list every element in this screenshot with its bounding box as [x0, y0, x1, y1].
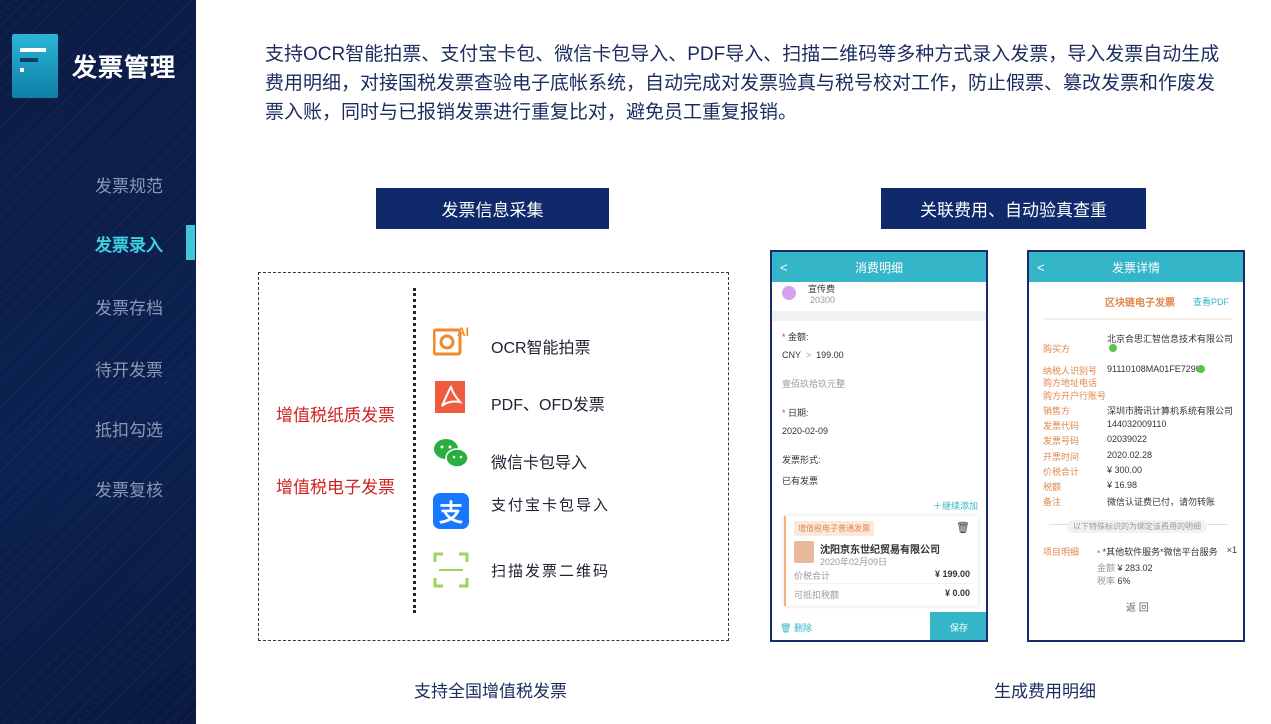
save-button[interactable]: 保存 — [930, 612, 986, 640]
field-label: 销售方 — [1043, 406, 1071, 416]
banner-collection: 发票信息采集 — [376, 188, 609, 229]
total-label: 价税合计 — [794, 571, 831, 581]
add-more-button[interactable]: ＋继续添加 — [932, 501, 978, 511]
method-qr: 扫描发票二维码 — [491, 563, 611, 580]
sidebar-item-invoice-spec[interactable]: 发票规范 — [95, 177, 163, 196]
amount-words: 壹佰玖拾玖元整 — [782, 379, 846, 389]
invoice-tag: 增值税电子普通发票 — [794, 521, 874, 536]
field-label: 价税合计 — [1043, 467, 1080, 477]
sidebar: 发票管理 发票规范 发票录入 发票存档 待开发票 抵扣勾选 发票复核 — [0, 0, 196, 724]
trash-icon[interactable]: 🗑 — [956, 522, 970, 534]
field-label: 备注 — [1043, 497, 1062, 507]
phone2-header: < 发票详情 — [1029, 252, 1243, 282]
field-value: 91110108MA01FE729U — [1107, 364, 1203, 374]
divider — [413, 288, 416, 613]
method-wechat: 微信卡包导入 — [491, 455, 588, 472]
app-title: 发票管理 — [72, 54, 177, 82]
heading-line — [1043, 318, 1233, 320]
field-label: 购方开户行账号 — [1043, 391, 1107, 401]
invoice-card[interactable]: 增值税电子普通发票 🗑 沈阳京东世纪贸易有限公司 2020年02月09日 价税合… — [784, 516, 978, 606]
field-value: 2020.02.28 — [1107, 450, 1153, 460]
document-icon — [794, 541, 814, 563]
banner-verify: 关联费用、自动验真查重 — [881, 188, 1146, 229]
field-value: 深圳市腾讯计算机系统有限公司 — [1107, 406, 1234, 416]
sidebar-item-invoice-archive[interactable]: 发票存档 — [95, 299, 163, 318]
invoice-date: 2020年02月09日 — [820, 557, 888, 567]
rate: 6% — [1117, 576, 1131, 586]
field-label: 纳税人识别号 — [1043, 366, 1098, 376]
field-value: 144032009110 — [1107, 419, 1167, 429]
amount-field[interactable]: CNY > 199.00 — [782, 350, 844, 360]
field-label: 发票号码 — [1043, 436, 1080, 446]
caption-left: 支持全国增值税发票 — [414, 682, 567, 701]
rate-label: 税率 — [1097, 576, 1116, 586]
company: 沈阳京东世纪贸易有限公司 — [820, 545, 940, 556]
category: 宣传费 — [808, 284, 836, 294]
phone-invoice-detail: < 发票详情 区块链电子发票 查看PDF 购买方 北京合思汇智信息技术有限公司纳税人… — [1027, 250, 1245, 642]
form-value[interactable]: 已有发票 — [782, 476, 819, 486]
amount-label: 金额: — [788, 332, 809, 342]
delete-button[interactable]: 🗑 删除 — [780, 623, 812, 633]
type-electronic: 增值税电子发票 — [276, 478, 395, 497]
method-ocr: OCR智能拍票 — [491, 340, 591, 357]
megaphone-icon — [782, 286, 796, 300]
verified-shield-icon — [1197, 365, 1205, 373]
field-value: 02039022 — [1107, 434, 1148, 444]
deduct: ¥ 0.00 — [944, 588, 970, 598]
verified-shield-icon — [1109, 344, 1117, 352]
invoice-logo-icon — [12, 34, 58, 98]
card-divider — [794, 583, 972, 584]
field-label: 开票时间 — [1043, 452, 1080, 462]
deduct-label: 可抵扣税额 — [794, 590, 840, 600]
type-paper: 增值税纸质发票 — [276, 406, 395, 425]
field-value: 北京合思汇智信息技术有限公司 — [1107, 334, 1234, 344]
return-button[interactable]: 返 回 — [1126, 603, 1149, 614]
phone1-header: < 消费明细 — [772, 252, 986, 282]
active-indicator — [186, 225, 195, 260]
field-label: 购方地址电话 — [1043, 378, 1098, 388]
date-field[interactable]: 2020-02-09 — [782, 426, 829, 436]
total: ¥ 199.00 — [934, 569, 970, 579]
caption-right: 生成费用明细 — [994, 682, 1096, 701]
field-label: 购买方 — [1043, 344, 1071, 354]
method-pdf: PDF、OFD发票 — [491, 397, 605, 414]
back-icon[interactable]: < — [1037, 259, 1045, 275]
item-amount-label: 金额 — [1097, 563, 1116, 573]
item-label: 项目明细 — [1043, 547, 1080, 557]
item-amount: ¥ 283.02 — [1117, 563, 1153, 573]
phone-expense-detail: <消费明细 宣传费 20300 * 金额: CNY > 199.00 壹佰玖拾玖… — [770, 250, 988, 642]
category-code: 20300 — [810, 295, 836, 305]
sidebar-item-deduction[interactable]: 抵扣勾选 — [95, 421, 163, 440]
wechat-icon — [434, 439, 469, 468]
method-alipay: 支付宝卡包导入 — [491, 497, 611, 514]
field-label: 发票代码 — [1043, 421, 1080, 431]
item-qty: ×1 — [1226, 545, 1237, 555]
pdf-icon — [435, 381, 465, 413]
alipay-icon: 支 — [433, 493, 469, 529]
qr-scan-icon — [433, 552, 469, 588]
svg-text:AI: AI — [457, 325, 469, 339]
field-value: ¥ 300.00 — [1107, 465, 1143, 475]
sidebar-item-pending-invoice[interactable]: 待开发票 — [95, 361, 163, 380]
view-pdf-link[interactable]: 查看PDF — [1192, 297, 1229, 307]
field-label: 税额 — [1043, 482, 1062, 492]
date-label: 日期: — [788, 408, 809, 418]
field-value: 微信认证费已付，请勿转账 — [1107, 497, 1216, 507]
item-name: *其他软件服务*微信平台服务 — [1102, 547, 1218, 557]
phone2-title: 发票详情 — [1111, 260, 1160, 275]
sidebar-item-invoice-review[interactable]: 发票复核 — [95, 481, 163, 500]
svg-text:支: 支 — [439, 499, 464, 527]
intro-text: 支持OCR智能拍票、支付宝卡包、微信卡包导入、PDF导入、扫描二维码等多种方式录… — [265, 44, 1220, 123]
phone1-title: 消费明细 — [854, 260, 903, 275]
collection-box — [258, 272, 729, 641]
sidebar-item-invoice-entry[interactable]: 发票录入 — [95, 236, 163, 255]
form-label: 发票形式: — [782, 455, 821, 465]
invoice-heading: 区块链电子发票 — [1105, 298, 1175, 309]
back-icon[interactable]: < — [780, 259, 788, 275]
field-value: ¥ 16.98 — [1107, 480, 1138, 490]
binding-note: 以下特殊标识的为绑定该费用的明细 — [1067, 520, 1207, 533]
ocr-camera-icon: AI — [433, 325, 469, 356]
separator — [772, 311, 986, 321]
